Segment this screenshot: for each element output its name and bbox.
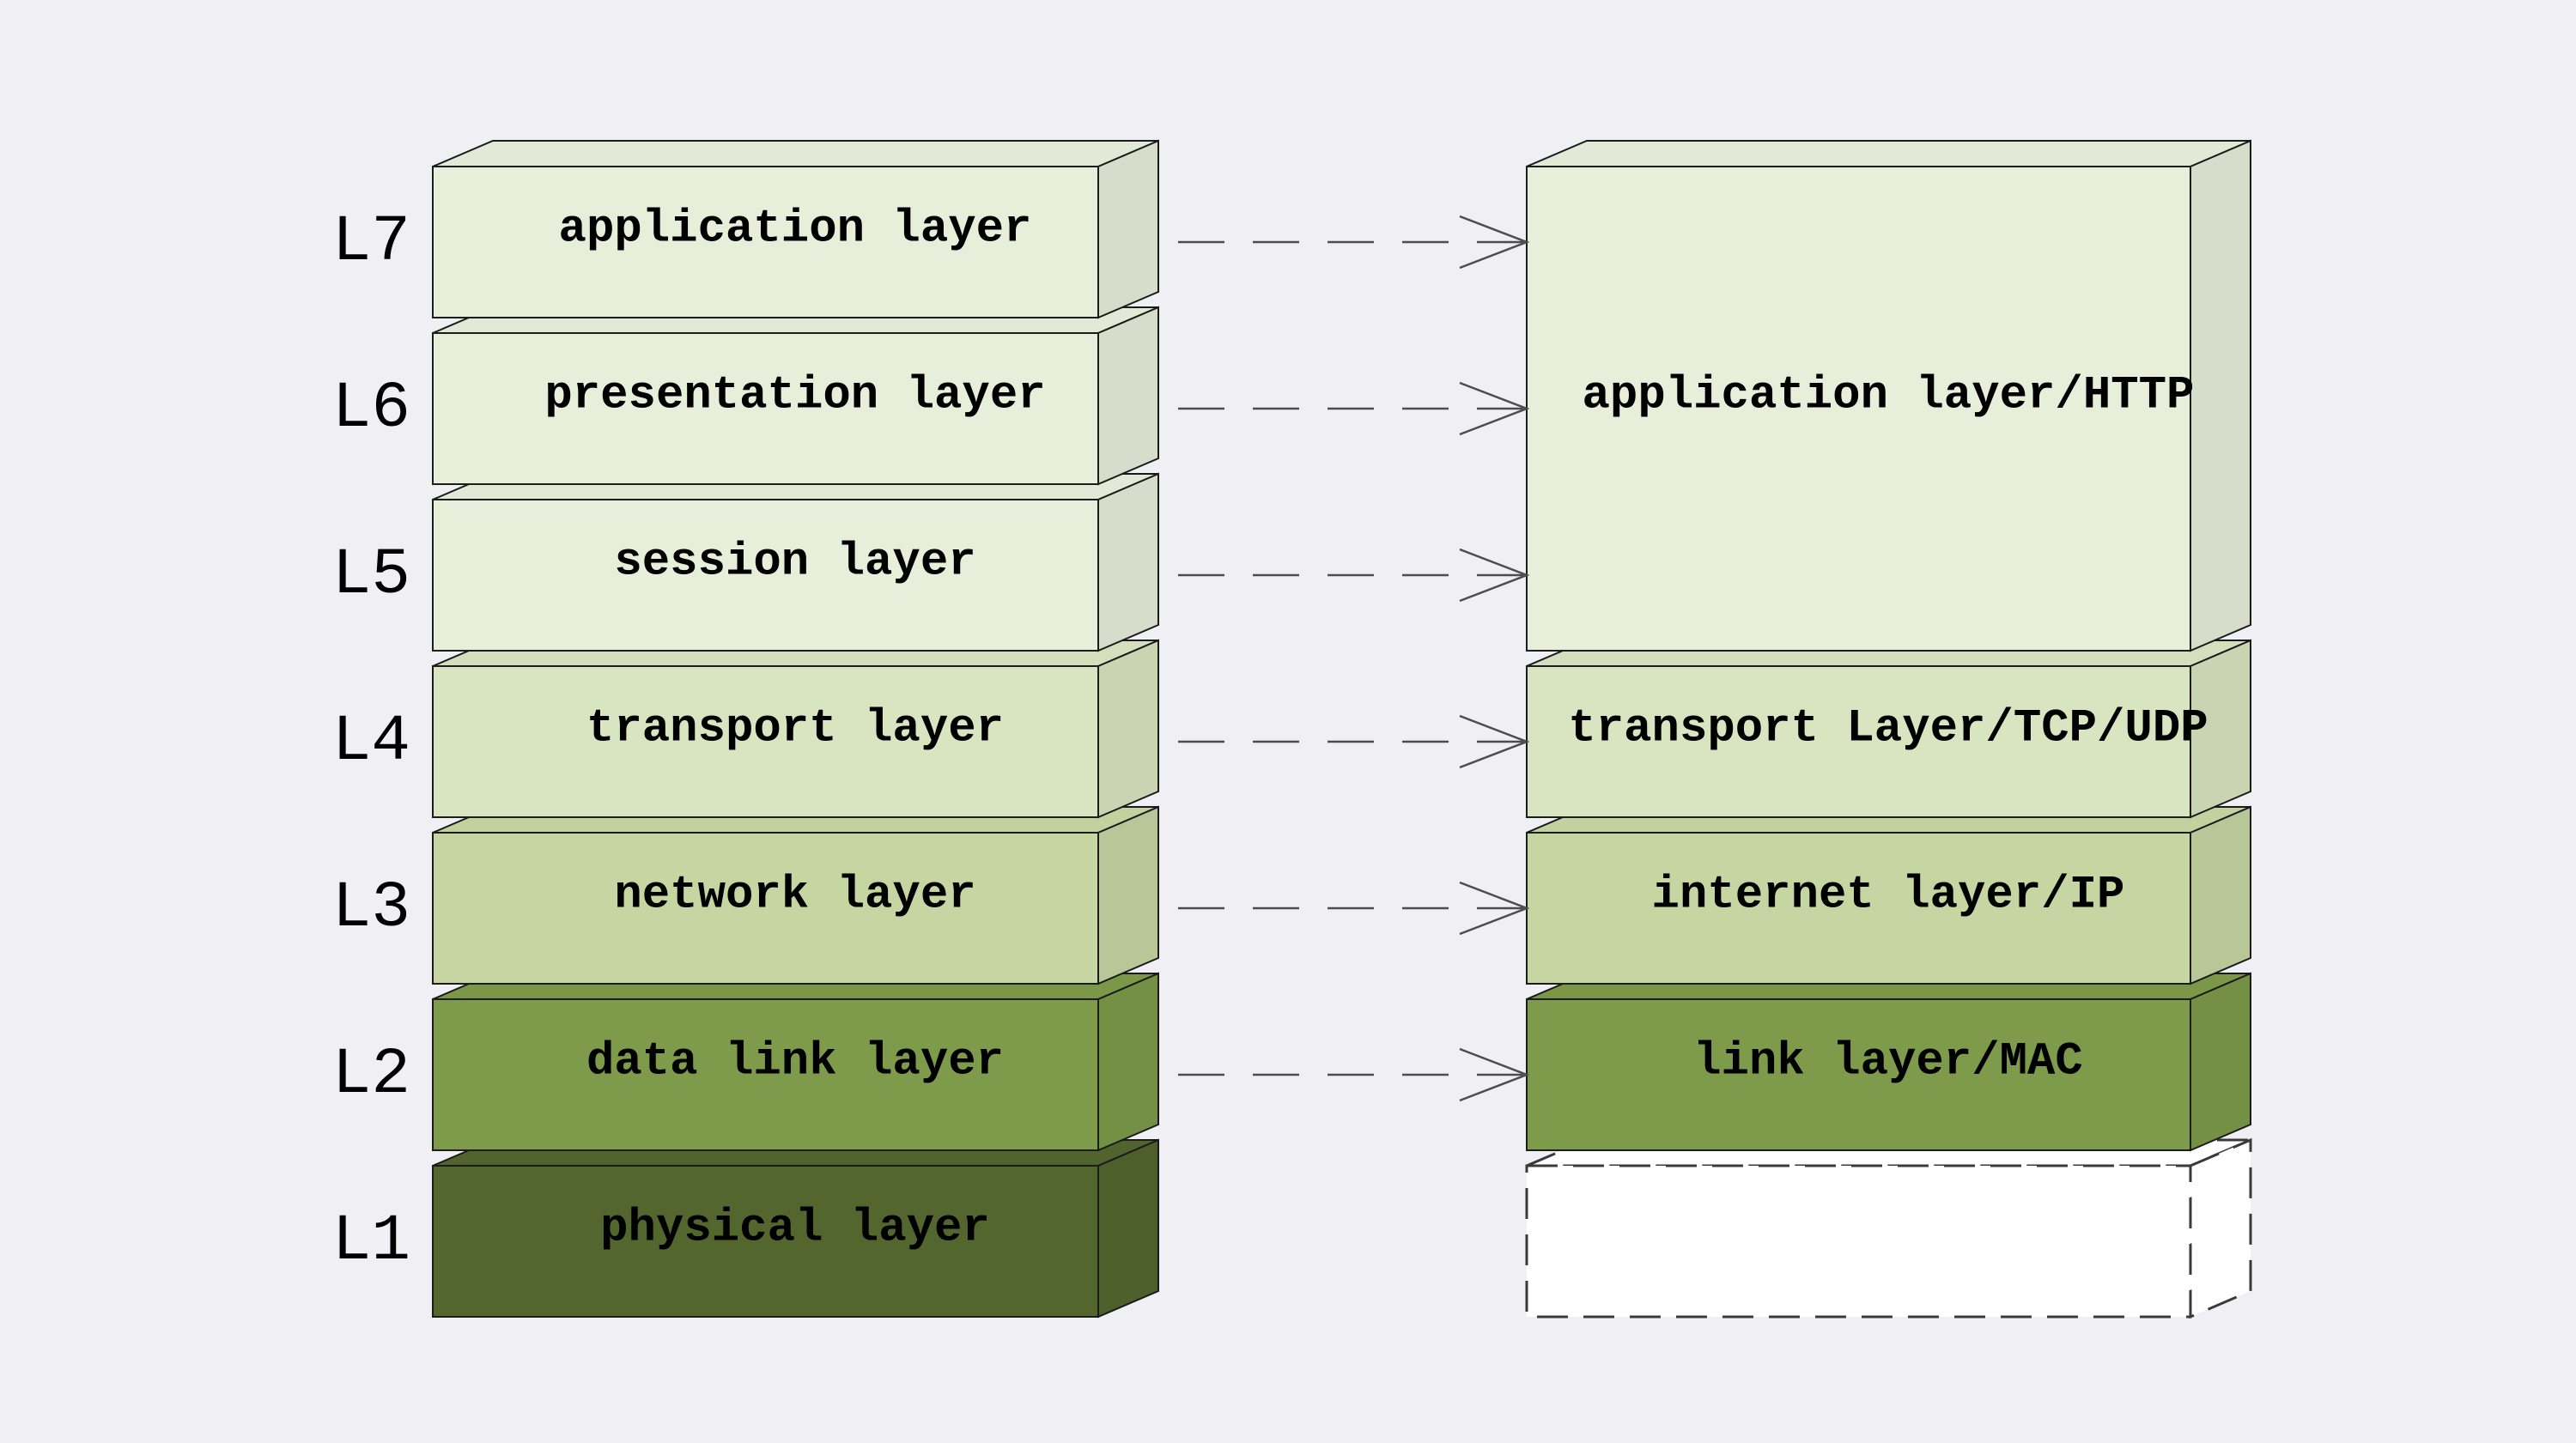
tcpip-layer-transport: transport Layer/TCP/UDP <box>1526 639 2251 819</box>
box-front-face <box>432 832 1099 985</box>
box-side-face <box>2189 1137 2252 1319</box>
osi-layer-physical: physical layer <box>432 1138 1159 1319</box>
osi-label-l5: L5 <box>332 538 410 612</box>
layer-name: link layer/MAC <box>1693 1036 2083 1088</box>
osi-layer-presentation: presentation layer <box>432 306 1159 486</box>
layer-name: presentation layer <box>544 370 1045 422</box>
layer-name: session layer <box>614 537 975 589</box>
osi-label-l2: L2 <box>332 1038 410 1112</box>
box-side-face <box>1097 306 1159 486</box>
box-side-face <box>1097 972 1159 1152</box>
box-side-face <box>2190 972 2251 1152</box>
osi-layer-application: application layer <box>432 139 1159 319</box>
box-front-face <box>432 499 1099 652</box>
arrow-head <box>1459 381 1530 436</box>
osi-label-l4: L4 <box>332 705 410 779</box>
box-side-face <box>1097 805 1159 985</box>
osi-layer-data-link: data link layer <box>432 972 1159 1152</box>
arrow-head <box>1459 1047 1530 1102</box>
arrow-l3-to-internet <box>1178 881 1530 936</box>
osi-label-l7: L7 <box>332 205 410 279</box>
mapping-arrows <box>1178 215 1530 1102</box>
box-front-face <box>432 332 1099 485</box>
box-front-face <box>432 1165 1099 1318</box>
box-front-face <box>432 998 1099 1151</box>
box-front-face <box>1525 1164 2192 1319</box>
arrow-head <box>1459 881 1530 936</box>
tcpip-stack: link layer/MAC internet layer/IP transpo… <box>1525 139 2252 1319</box>
box-front-face <box>432 166 1099 318</box>
box-top-face <box>432 140 1159 167</box>
box-side-face <box>1097 1138 1159 1319</box>
layer-name: physical layer <box>600 1203 990 1255</box>
box-side-face <box>2190 139 2251 652</box>
arrow-l5-to-application <box>1178 548 1530 603</box>
osi-layer-network: network layer <box>432 805 1159 985</box>
box-front-face <box>432 665 1099 818</box>
osi-label-l1: L1 <box>332 1204 410 1278</box>
box-front-face <box>1526 832 2191 985</box>
arrow-l2-to-link <box>1178 1047 1530 1102</box>
osi-labels: L7 L6 L5 L4 L3 L2 L1 <box>332 205 410 1278</box>
box-side-face <box>1097 472 1159 652</box>
osi-label-l3: L3 <box>332 871 410 945</box>
arrow-l4-to-transport <box>1178 714 1530 769</box>
arrow-head <box>1459 548 1530 603</box>
box-front-face <box>1526 665 2191 818</box>
arrow-head <box>1459 714 1530 769</box>
osi-layer-transport: transport layer <box>432 639 1159 819</box>
osi-layer-session: session layer <box>432 472 1159 652</box>
layer-name: data link layer <box>586 1036 1004 1088</box>
layer-name: internet layer/IP <box>1652 870 2125 922</box>
osi-label-l6: L6 <box>332 372 410 446</box>
box-side-face <box>2190 805 2251 985</box>
box-front-face <box>1526 998 2191 1151</box>
layer-name: application layer <box>559 203 1032 256</box>
layer-name: transport Layer/TCP/UDP <box>1568 703 2208 755</box>
arrow-head <box>1459 215 1530 270</box>
tcpip-layer-empty <box>1525 1137 2252 1319</box>
layer-name: application layer/HTTP <box>1583 370 2195 422</box>
tcpip-layer-internet: internet layer/IP <box>1526 805 2251 985</box>
layer-name: transport layer <box>586 703 1004 755</box>
layer-name: network layer <box>614 870 975 922</box>
box-top-face <box>1526 140 2251 167</box>
tcpip-layer-application: application layer/HTTP <box>1526 139 2251 652</box>
tcpip-layer-link: link layer/MAC <box>1526 972 2251 1152</box>
box-side-face <box>1097 639 1159 819</box>
box-side-face <box>1097 139 1159 319</box>
arrow-l7-to-application <box>1178 215 1530 270</box>
box-front-face <box>1526 166 2191 652</box>
arrow-l6-to-application <box>1178 381 1530 436</box>
osi-stack: physical layer data link layer network l… <box>432 139 1159 1319</box>
